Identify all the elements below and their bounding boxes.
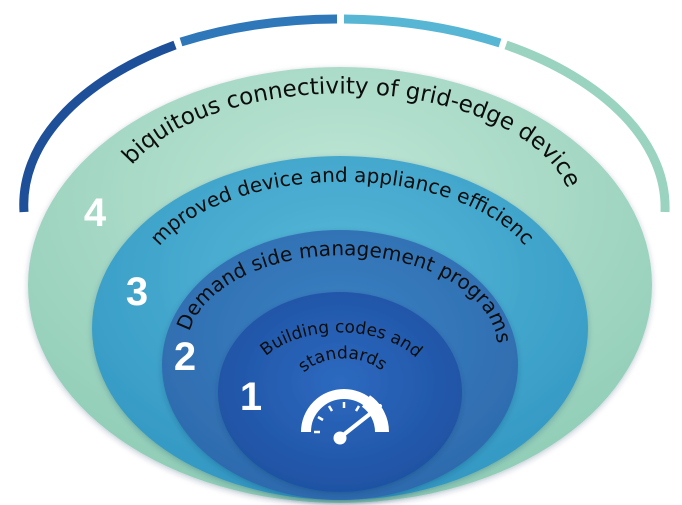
layer-4-number: 4 bbox=[84, 191, 107, 235]
layer-3-number: 3 bbox=[126, 270, 148, 314]
arc-segment-4 bbox=[504, 40, 670, 213]
arc-segment-1 bbox=[19, 40, 177, 213]
layer-1-number: 1 bbox=[240, 375, 262, 419]
top-arc-band bbox=[19, 14, 670, 213]
speedometer-icon bbox=[301, 389, 389, 445]
arc-segment-3 bbox=[343, 14, 502, 48]
layer-2-number: 2 bbox=[174, 335, 196, 379]
arc-segment-2 bbox=[179, 14, 338, 47]
